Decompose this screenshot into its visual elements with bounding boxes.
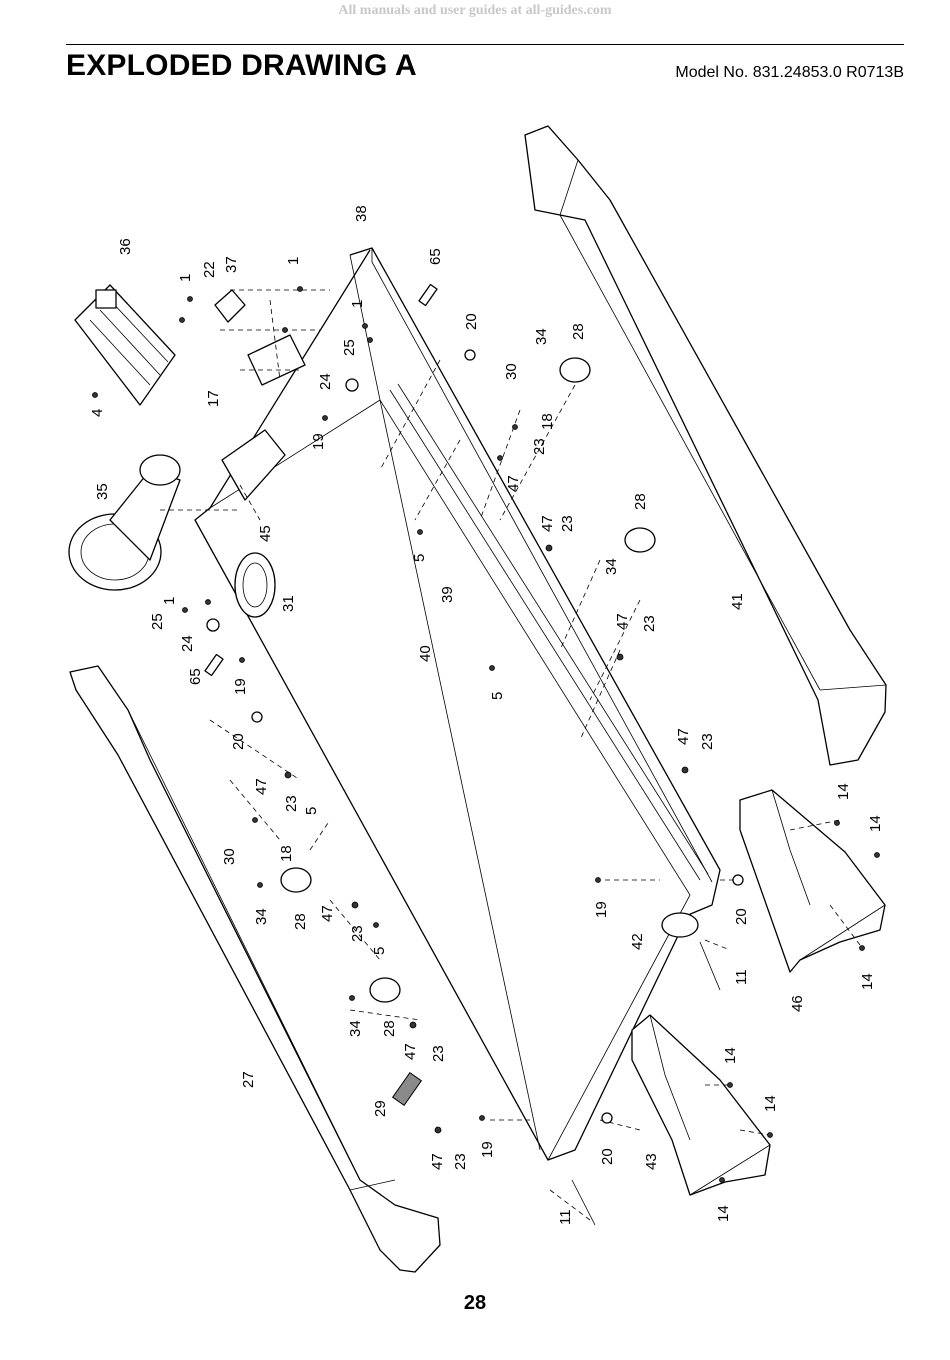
fasteners — [92, 286, 880, 1183]
callout-23: 23 — [699, 733, 716, 750]
callout-47: 47 — [614, 613, 631, 630]
callout-25: 25 — [149, 613, 166, 630]
callout-39: 39 — [439, 586, 456, 603]
callout-34: 34 — [533, 328, 550, 345]
right-rail — [524, 125, 887, 766]
callout-47: 47 — [429, 1153, 446, 1170]
callout-41: 41 — [729, 593, 746, 610]
watermark: All manuals and user guides at all-guide… — [338, 3, 612, 18]
callout-14: 14 — [867, 815, 884, 832]
controller-board — [74, 284, 176, 406]
callout-1: 1 — [177, 274, 194, 282]
callout-31: 31 — [280, 595, 297, 612]
callout-1: 1 — [285, 257, 302, 265]
callout-20: 20 — [733, 908, 750, 925]
callout-65: 65 — [187, 668, 204, 685]
callout-23: 23 — [531, 438, 548, 455]
callout-47: 47 — [253, 778, 270, 795]
callout-27: 27 — [240, 1071, 257, 1088]
callout-47: 47 — [675, 728, 692, 745]
pulley — [234, 552, 276, 618]
callout-14: 14 — [859, 973, 876, 990]
callout-14: 14 — [762, 1095, 779, 1112]
hood-bracket — [247, 334, 306, 386]
callout-28: 28 — [381, 1020, 398, 1037]
callout-19: 19 — [593, 901, 610, 918]
callout-23: 23 — [452, 1153, 469, 1170]
callouts: 36 1 22 37 1 38 65 1 25 20 4 17 24 19 30… — [89, 205, 884, 1225]
callout-23: 23 — [430, 1045, 447, 1062]
callout-5: 5 — [489, 692, 506, 700]
callout-40: 40 — [417, 645, 434, 662]
callout-5: 5 — [411, 554, 428, 562]
cushions — [280, 357, 656, 1003]
callout-18: 18 — [278, 845, 295, 862]
front-roller — [221, 429, 286, 501]
callout-20: 20 — [599, 1148, 616, 1165]
callout-1: 1 — [161, 597, 178, 605]
callout-5: 5 — [371, 947, 388, 955]
callout-23: 23 — [641, 615, 658, 632]
callout-34: 34 — [603, 558, 620, 575]
callout-34: 34 — [347, 1020, 364, 1037]
callout-23: 23 — [349, 925, 366, 942]
callout-14: 14 — [715, 1205, 732, 1222]
callout-45: 45 — [257, 525, 274, 542]
callout-25: 25 — [341, 339, 358, 356]
callout-20: 20 — [463, 313, 480, 330]
callout-65: 65 — [427, 248, 444, 265]
callout-23: 23 — [559, 515, 576, 532]
callout-19: 19 — [310, 433, 327, 450]
callout-36: 36 — [117, 238, 134, 255]
decal — [391, 1072, 423, 1106]
callout-37: 37 — [223, 256, 240, 273]
callout-30: 30 — [503, 363, 520, 380]
callout-19: 19 — [232, 678, 249, 695]
callout-11: 11 — [557, 1209, 574, 1225]
callout-20: 20 — [230, 733, 247, 750]
callout-11: 11 — [733, 969, 750, 985]
callout-14: 14 — [835, 783, 852, 800]
bracket — [214, 289, 246, 323]
callout-28: 28 — [292, 913, 309, 930]
callout-29: 29 — [372, 1100, 389, 1117]
callout-34: 34 — [253, 908, 270, 925]
rear-roller — [661, 912, 699, 938]
callout-1: 1 — [349, 300, 366, 308]
callout-17: 17 — [205, 390, 222, 407]
callout-35: 35 — [94, 483, 111, 500]
callout-22: 22 — [201, 261, 218, 278]
callout-4: 4 — [89, 409, 106, 417]
callout-24: 24 — [317, 373, 334, 390]
callout-30: 30 — [221, 848, 238, 865]
callout-14: 14 — [722, 1047, 739, 1064]
callout-47: 47 — [505, 475, 522, 492]
page-title: EXPLODED DRAWING A — [66, 49, 417, 82]
header-rule — [66, 44, 904, 45]
callout-24: 24 — [179, 635, 196, 652]
motor — [68, 454, 181, 591]
rear-endcap-right — [739, 789, 886, 973]
callout-38: 38 — [353, 205, 370, 222]
callout-43: 43 — [643, 1153, 660, 1170]
callout-47: 47 — [539, 515, 556, 532]
callout-47: 47 — [402, 1043, 419, 1060]
callout-5: 5 — [303, 807, 320, 815]
page-number: 28 — [463, 1292, 487, 1314]
bolts-and-pins — [204, 283, 721, 1226]
callout-23: 23 — [283, 795, 300, 812]
callout-42: 42 — [629, 933, 646, 950]
callout-46: 46 — [789, 995, 806, 1012]
callout-28: 28 — [570, 323, 587, 340]
callout-19: 19 — [479, 1141, 496, 1158]
rear-endcap-left — [631, 1014, 771, 1196]
callout-28: 28 — [632, 493, 649, 510]
model-number: Model No. 831.24853.0 R0713B — [675, 64, 904, 81]
callout-18: 18 — [539, 413, 556, 430]
callout-47: 47 — [319, 905, 336, 922]
left-rail — [69, 665, 441, 1273]
